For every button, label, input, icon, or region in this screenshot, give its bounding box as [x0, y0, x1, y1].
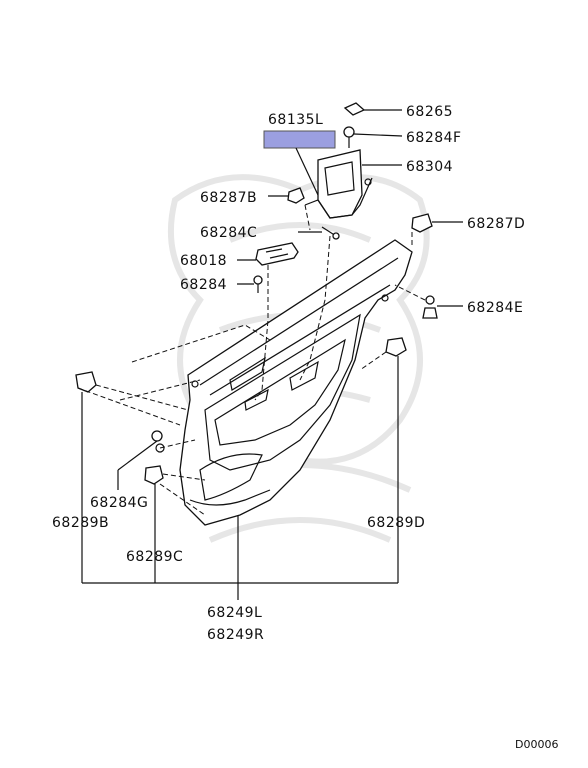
screw-68284 [253, 275, 263, 285]
label-68284[interactable]: 68284 [180, 277, 227, 293]
screw-68284F [343, 126, 355, 138]
screw-68284C [332, 232, 340, 240]
switch-panel-68018 [255, 242, 299, 266]
label-68249R[interactable]: 68249R [207, 627, 264, 643]
label-68289D[interactable]: 68289D [367, 515, 425, 531]
label-68284G[interactable]: 68284G [90, 495, 148, 511]
label-68289C[interactable]: 68289C [126, 549, 183, 565]
label-68249L[interactable]: 68249L [207, 605, 262, 621]
label-68284F[interactable]: 68284F [406, 130, 462, 146]
label-68284E[interactable]: 68284E [467, 300, 523, 316]
label-68287D[interactable]: 68287D [467, 216, 525, 232]
label-68135L[interactable]: 68135L [268, 112, 323, 128]
label-68287B[interactable]: 68287B [200, 190, 257, 206]
small-parts [75, 102, 438, 485]
door-handle-cover [304, 149, 373, 219]
label-68265[interactable]: 68265 [406, 104, 453, 120]
label-68304[interactable]: 68304 [406, 159, 453, 175]
diagram-code: D00006 [515, 738, 558, 751]
part-labels: 68135L 68265 68284F 68304 68287B 68287D … [52, 104, 558, 751]
leader-lines [77, 109, 463, 600]
clip-68289C [144, 465, 164, 485]
clip-68287D [411, 213, 433, 233]
highlighted-part-68135L[interactable] [263, 130, 336, 149]
label-68289B[interactable]: 68289B [52, 515, 109, 531]
door-trim-panel [179, 239, 413, 526]
clip-68289B [75, 371, 97, 393]
label-68018[interactable]: 68018 [180, 253, 227, 269]
pad-68265 [343, 102, 366, 116]
clip-68289D [385, 337, 407, 357]
screw-68284E [425, 295, 435, 305]
label-68284C[interactable]: 68284C [200, 225, 257, 241]
clip-68284G [151, 430, 163, 442]
clip-68287B [287, 187, 305, 204]
